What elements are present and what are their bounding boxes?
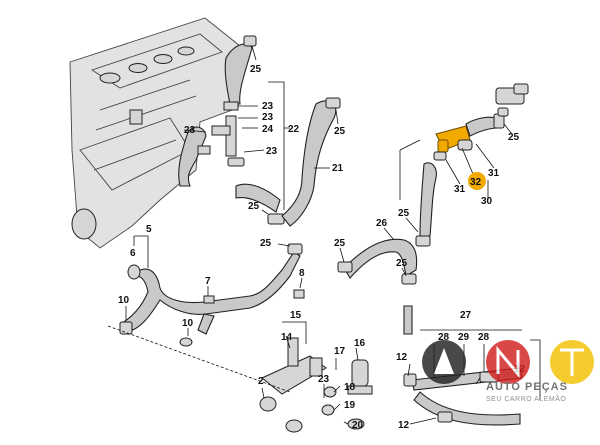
hose-21: [281, 100, 337, 227]
callout-23: 23: [262, 101, 274, 112]
clamp-25-lower: [267, 213, 285, 225]
callout-26: 26: [376, 218, 388, 229]
watermark-main: AUTO PEÇAS: [486, 381, 568, 393]
callout-22: 22: [288, 124, 300, 135]
callout-25: 25: [398, 208, 410, 219]
callout-25: 25: [260, 238, 272, 249]
callout-21: 21: [332, 163, 344, 174]
callout-20: 20: [352, 420, 364, 431]
watermark-logo: AUTO PEÇAS SEU CARRO ALEMÃO: [422, 340, 594, 403]
callout-17: 17: [334, 346, 346, 357]
callout-31: 31: [488, 168, 500, 179]
callout-15: 15: [290, 310, 302, 321]
callout-25: 25: [250, 64, 262, 75]
callout-19: 19: [344, 400, 356, 411]
logo-letter-n: [496, 345, 520, 379]
part-32-highlighted: [433, 125, 473, 161]
pipe-5: [119, 243, 303, 347]
clamp-top-b: [223, 101, 239, 111]
callout-28: 28: [438, 332, 450, 343]
callout-23: 23: [266, 146, 278, 157]
clamp-top: [243, 35, 257, 47]
callout-10: 10: [118, 295, 130, 306]
callout-30: 30: [481, 196, 493, 207]
callout-18: 18: [344, 382, 356, 393]
callout-25: 25: [248, 201, 260, 212]
sensor-16: [347, 359, 373, 395]
bolt-8: [293, 289, 305, 299]
callout-7: 7: [205, 276, 211, 287]
callout-31: 31: [454, 184, 466, 195]
seal-19-20: [321, 386, 365, 430]
callout-25: 25: [334, 126, 346, 137]
pipe-stub: [403, 305, 413, 335]
t-piece-24: [211, 115, 245, 167]
callout-24: 24: [262, 124, 274, 135]
callout-12: 12: [396, 352, 408, 363]
callout-23: 23: [262, 112, 274, 123]
callout-23: 23: [318, 374, 330, 385]
clamp-26-left: [337, 261, 353, 273]
callout-8: 8: [299, 268, 305, 279]
clamp-26-right: [401, 273, 417, 285]
clamp-21-top: [325, 97, 341, 109]
callout-29: 29: [458, 332, 470, 343]
callout-23: 23: [184, 125, 196, 136]
callout-5: 5: [146, 224, 152, 235]
callout-10: 10: [182, 318, 194, 329]
hose-25-lower: [235, 183, 281, 213]
clamp-30: [415, 235, 431, 247]
hose-31: [465, 116, 499, 137]
bolt-7: [203, 295, 215, 304]
flange-15: [259, 337, 327, 433]
callout-14: 14: [281, 332, 293, 343]
callout-16: 16: [354, 338, 366, 349]
hose-23-left: [178, 126, 207, 187]
callout-27: 27: [460, 310, 472, 321]
hose-26: [343, 238, 418, 279]
callout-25: 25: [334, 238, 346, 249]
callout-25: 25: [396, 258, 408, 269]
callout-2: 2: [258, 376, 264, 387]
callout-12: 12: [398, 420, 410, 431]
clamp-23-left: [197, 145, 211, 155]
logo-letter-t: [560, 348, 584, 376]
callout-32: 32: [470, 177, 482, 188]
logo-letter-a: [434, 348, 454, 374]
callout-6: 6: [130, 248, 136, 259]
frame-lines: [107, 139, 541, 400]
callout-25: 25: [508, 132, 520, 143]
callout-32-badge: [468, 172, 486, 190]
hose-30: [419, 162, 437, 237]
engine-block: [69, 17, 241, 249]
callout-28: 28: [478, 332, 490, 343]
hose-top: [224, 43, 253, 105]
connector-25-top-right: [495, 83, 529, 117]
watermark-sub: SEU CARRO ALEMÃO: [486, 394, 566, 403]
